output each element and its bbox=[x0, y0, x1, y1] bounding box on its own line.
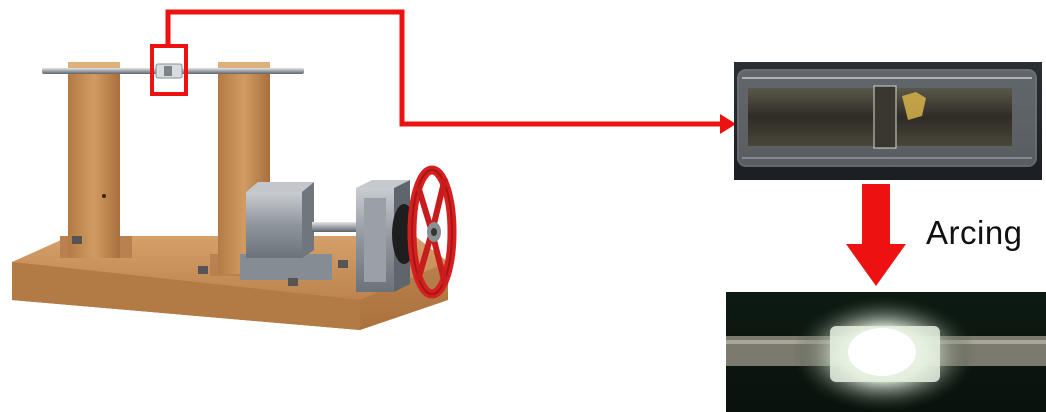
arc-photo bbox=[0, 0, 1046, 412]
figure-canvas: Arcing bbox=[0, 0, 1046, 412]
